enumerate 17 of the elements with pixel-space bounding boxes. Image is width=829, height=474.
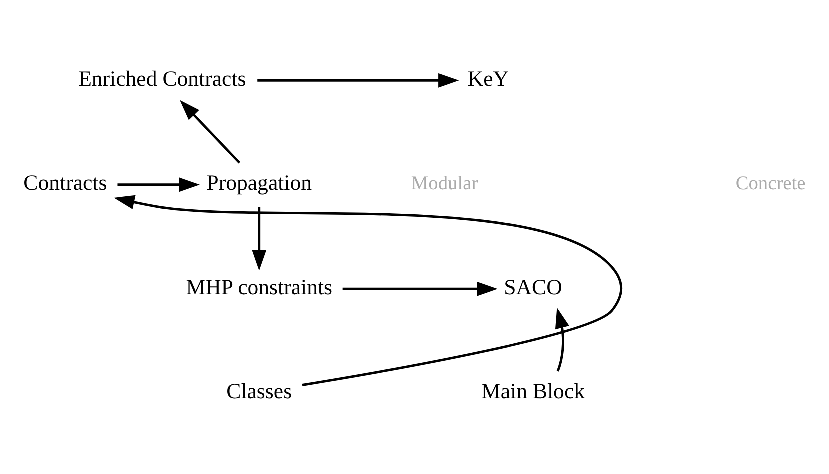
node-text: Classes — [226, 380, 292, 404]
arrow — [252, 207, 267, 271]
arrow — [114, 195, 622, 386]
arrow — [258, 73, 460, 88]
node-text: Propagation — [206, 171, 312, 196]
node-text: Contracts — [24, 171, 108, 196]
node-text: Enriched Contracts — [78, 66, 246, 91]
label: Concrete — [736, 173, 806, 194]
node-text: KeY — [468, 66, 510, 91]
arrow — [342, 282, 498, 296]
arrow — [180, 100, 241, 164]
node-text: SACO — [504, 275, 562, 300]
node-text: MHP constraints — [186, 275, 333, 300]
arrow — [118, 178, 200, 192]
node-text: Main Block — [482, 380, 586, 404]
label: Modular — [411, 173, 478, 194]
arrow — [555, 308, 570, 372]
